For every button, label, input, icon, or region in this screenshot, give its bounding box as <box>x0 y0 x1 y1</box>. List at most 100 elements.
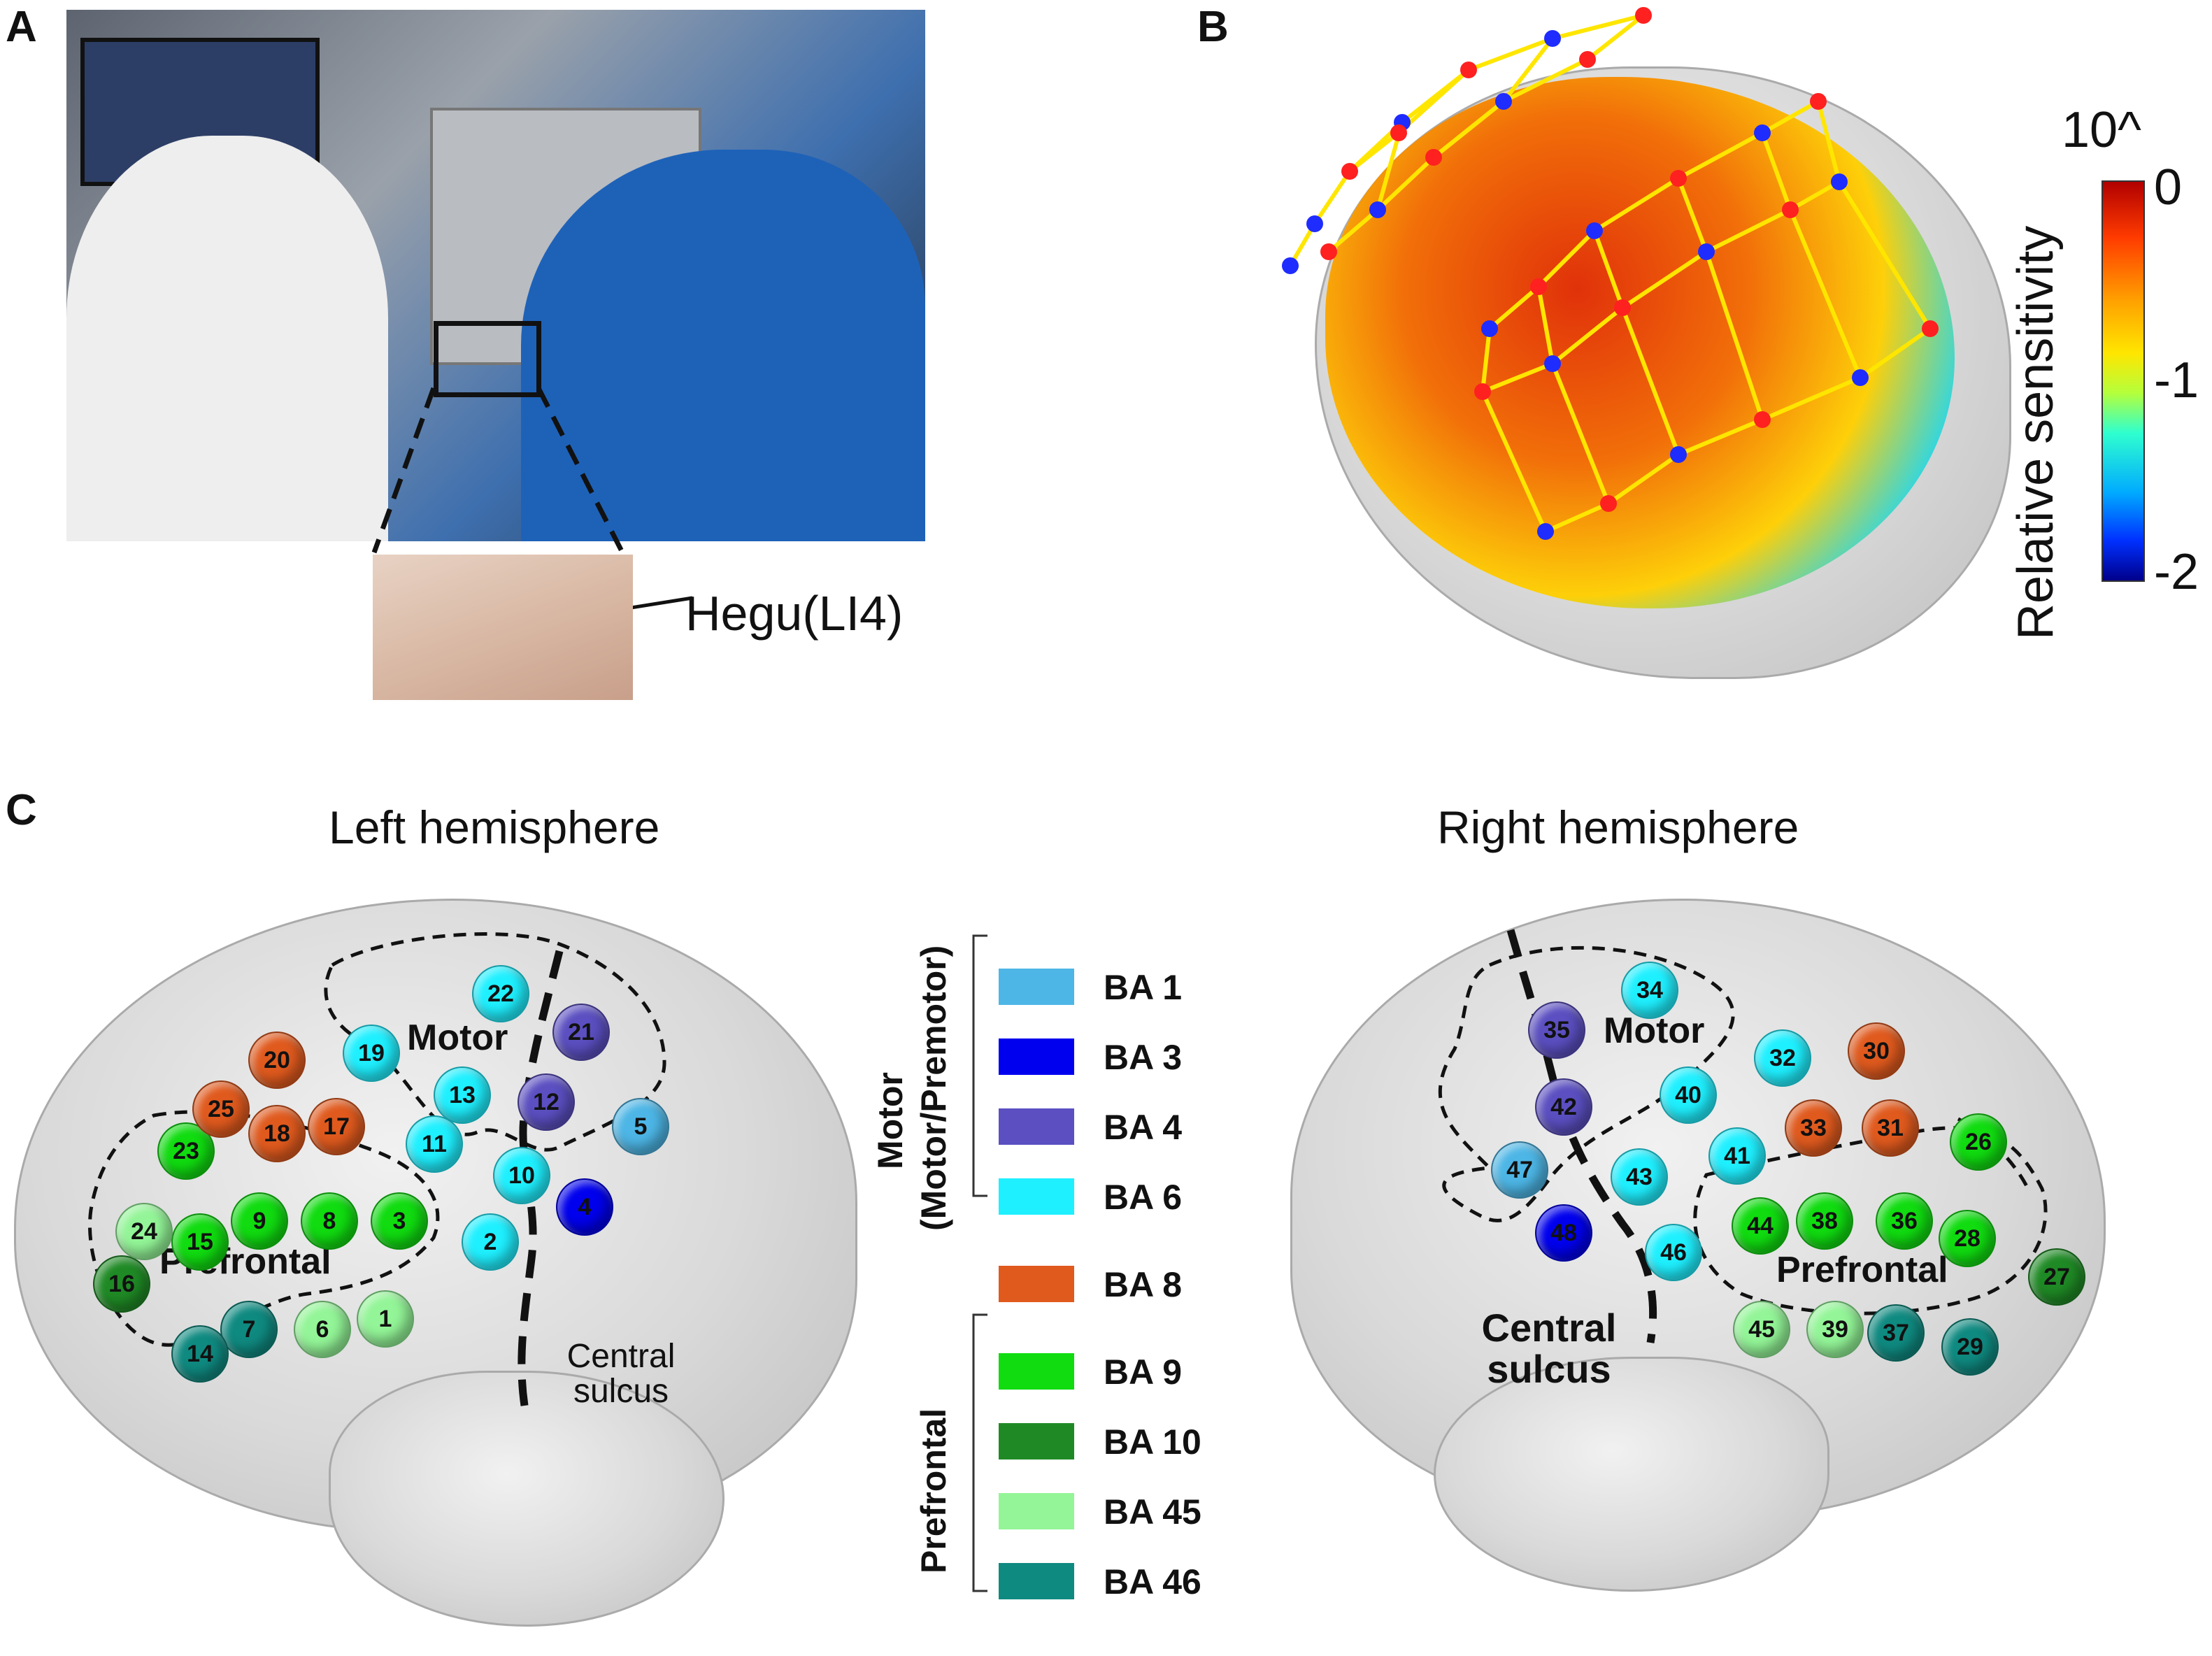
legend-label-ba8: BA 8 <box>1104 1265 1183 1304</box>
left-channel-19: 19 <box>343 1025 400 1082</box>
legend-label-ba3: BA 3 <box>1104 1038 1183 1077</box>
left-temporal-lobe <box>329 1371 725 1627</box>
subject-figure <box>521 150 925 541</box>
right-channel-27: 27 <box>2028 1248 2085 1306</box>
left-channel-9: 9 <box>231 1192 288 1250</box>
callout-line-right <box>536 387 625 554</box>
colorbar-exponent: 10^ <box>2062 102 2141 158</box>
right-channel-28: 28 <box>1939 1210 1996 1267</box>
left-sulcus-line1: Central <box>566 1338 676 1375</box>
right-channel-47: 47 <box>1491 1141 1548 1199</box>
colorbar-tick-2: -2 <box>2154 544 2199 600</box>
legend-label-ba46: BA 46 <box>1104 1562 1201 1601</box>
legend-swatch-ba1 <box>999 969 1074 1005</box>
right-channel-31: 31 <box>1862 1099 1919 1157</box>
right-channel-32: 32 <box>1754 1029 1811 1087</box>
right-channel-29: 29 <box>1941 1318 1999 1376</box>
left-channel-21: 21 <box>552 1004 610 1061</box>
colorbar <box>2102 180 2145 582</box>
legend-label-ba45: BA 45 <box>1104 1492 1201 1532</box>
left-channel-11: 11 <box>406 1115 463 1173</box>
left-channel-20: 20 <box>248 1032 306 1089</box>
panel-b-letter: B <box>1197 3 1229 51</box>
right-channel-36: 36 <box>1876 1192 1933 1250</box>
legend-label-ba10: BA 10 <box>1104 1422 1201 1462</box>
left-channel-16: 16 <box>93 1255 150 1313</box>
right-sulcus-line1: Central <box>1481 1306 1617 1350</box>
colorbar-title: Relative sensitivity <box>2008 225 2064 640</box>
legend-swatch-ba45 <box>999 1493 1074 1529</box>
right-hemisphere-title: Right hemisphere <box>1437 801 1799 853</box>
legend-swatch-ba6 <box>999 1178 1074 1215</box>
left-channel-2: 2 <box>462 1213 519 1271</box>
right-channel-40: 40 <box>1660 1066 1717 1124</box>
inset-highlight-box <box>434 321 541 397</box>
left-channel-8: 8 <box>301 1192 358 1250</box>
left-motor-label: Motor <box>407 1018 508 1058</box>
right-channel-39: 39 <box>1806 1301 1864 1358</box>
right-motor-label: Motor <box>1604 1011 1705 1051</box>
right-channel-46: 46 <box>1645 1224 1702 1281</box>
legend-label-ba1: BA 1 <box>1104 968 1183 1007</box>
sensitivity-map <box>1325 77 1955 608</box>
legend-group-motor-line2: (Motor/Premotor) <box>914 945 953 1231</box>
left-channel-12: 12 <box>518 1073 575 1131</box>
right-channel-48: 48 <box>1535 1204 1592 1262</box>
left-channel-17: 17 <box>308 1098 365 1155</box>
right-central-sulcus-label: Central sulcus <box>1451 1306 1647 1391</box>
right-channel-41: 41 <box>1708 1127 1766 1185</box>
right-sulcus-line2: sulcus <box>1487 1346 1611 1391</box>
left-channel-10: 10 <box>493 1147 550 1204</box>
right-channel-30: 30 <box>1848 1022 1905 1080</box>
right-channel-35: 35 <box>1528 1001 1585 1059</box>
left-channel-3: 3 <box>371 1192 428 1250</box>
colorbar-tick-0: 0 <box>2154 159 2183 215</box>
left-channel-22: 22 <box>472 965 529 1022</box>
right-channel-26: 26 <box>1950 1113 2007 1171</box>
legend-swatch-ba10 <box>999 1423 1074 1459</box>
legend-swatch-ba4 <box>999 1108 1074 1145</box>
legend-label-ba6: BA 6 <box>1104 1178 1183 1217</box>
legend-group-motor-line1: Motor <box>871 1072 910 1169</box>
left-sulcus-line2: sulcus <box>573 1373 669 1411</box>
legend-swatch-ba46 <box>999 1563 1074 1599</box>
left-central-sulcus-label: Central sulcus <box>551 1339 691 1410</box>
legend-swatch-ba9 <box>999 1353 1074 1390</box>
left-channel-5: 5 <box>612 1098 669 1155</box>
hegu-label: Hegu(LI4) <box>685 586 904 641</box>
panel-a-letter: A <box>6 3 37 51</box>
callout-line-left <box>371 387 436 554</box>
experiment-photo <box>66 10 925 541</box>
operator-figure <box>66 136 388 541</box>
left-channel-13: 13 <box>434 1066 491 1124</box>
left-channel-15: 15 <box>171 1213 229 1271</box>
right-channel-37: 37 <box>1867 1304 1925 1362</box>
left-channel-25: 25 <box>192 1080 250 1138</box>
right-prefrontal-label: Prefrontal <box>1776 1250 1948 1290</box>
right-channel-45: 45 <box>1733 1301 1790 1358</box>
legend-label-ba4: BA 4 <box>1104 1108 1183 1147</box>
legend-group-prefrontal: Prefrontal <box>914 1408 953 1573</box>
hand-inset-photo <box>373 555 633 700</box>
right-channel-43: 43 <box>1611 1148 1668 1206</box>
legend-label-ba9: BA 9 <box>1104 1352 1183 1392</box>
left-channel-6: 6 <box>294 1301 351 1358</box>
colorbar-tick-1: -1 <box>2154 352 2199 408</box>
panel-c-letter: C <box>6 786 37 834</box>
right-temporal-lobe <box>1434 1357 1829 1592</box>
legend-swatch-ba8 <box>999 1266 1074 1302</box>
left-channel-24: 24 <box>115 1203 173 1260</box>
left-hemisphere-title: Left hemisphere <box>329 801 660 853</box>
right-channel-42: 42 <box>1535 1078 1592 1136</box>
right-channel-33: 33 <box>1785 1099 1842 1157</box>
right-channel-38: 38 <box>1796 1192 1853 1250</box>
right-channel-44: 44 <box>1732 1197 1789 1255</box>
legend-swatch-ba3 <box>999 1038 1074 1075</box>
left-channel-4: 4 <box>556 1178 613 1236</box>
right-channel-34: 34 <box>1621 962 1678 1019</box>
left-channel-7: 7 <box>220 1301 278 1358</box>
left-channel-18: 18 <box>248 1105 306 1162</box>
legend-brackets <box>972 934 987 1592</box>
left-channel-1: 1 <box>357 1290 414 1348</box>
left-channel-14: 14 <box>171 1325 229 1383</box>
